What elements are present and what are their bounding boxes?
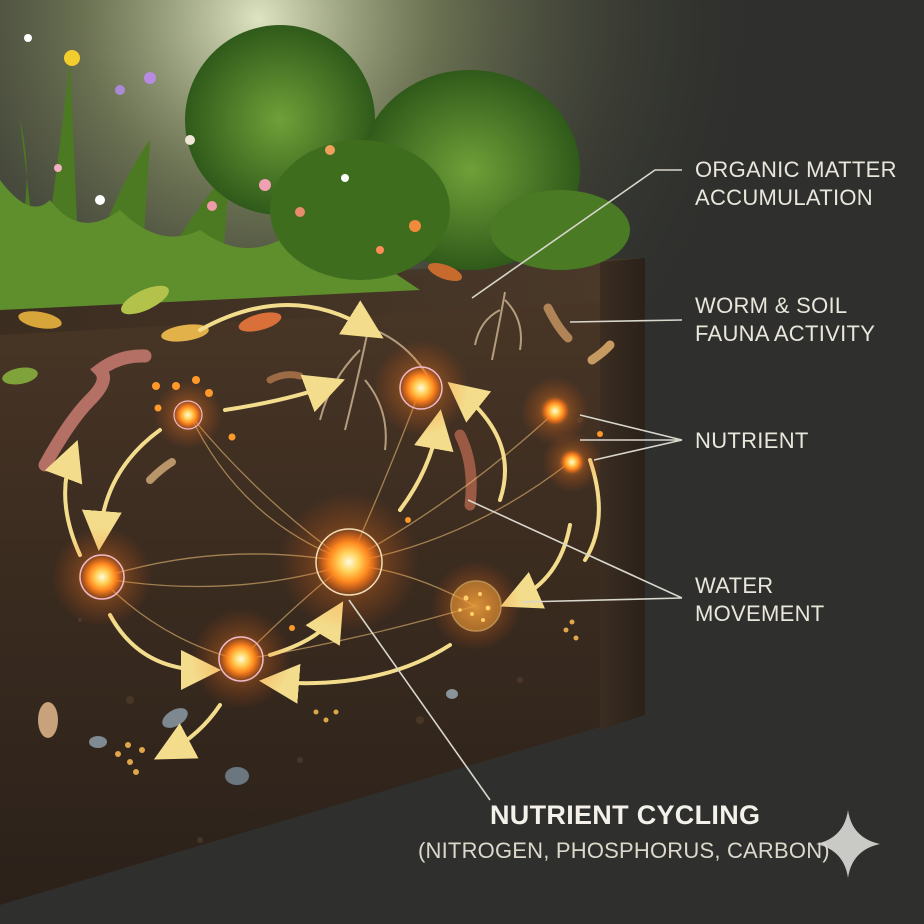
label-nutrient: NUTRIENT (695, 427, 809, 455)
label-water-movement-line-1: WATER (695, 573, 774, 598)
cycle-arrows (44, 300, 601, 760)
leader-lines (348, 169, 683, 801)
label-worm-fauna: WORM & SOIL FAUNA ACTIVITY (695, 292, 875, 348)
sparkle-icon (816, 810, 880, 878)
label-nutrient-line-1: NUTRIENT (695, 428, 809, 453)
label-organic-matter: ORGANIC MATTER ACCUMULATION (695, 156, 897, 212)
label-water-movement: WATER MOVEMENT (695, 572, 825, 628)
label-organic-matter-line-1: ORGANIC MATTER (695, 157, 897, 182)
earthworms (38, 303, 615, 511)
label-worm-fauna-line-2: FAUNA ACTIVITY (695, 321, 876, 346)
nutrient-orbs (52, 340, 603, 775)
caption-subtitle: (NITROGEN, PHOSPHORUS, CARBON) (418, 838, 830, 863)
label-water-movement-line-2: MOVEMENT (695, 601, 825, 626)
vegetation (0, 25, 630, 385)
label-organic-matter-line-2: ACCUMULATION (695, 185, 873, 210)
label-worm-fauna-line-1: WORM & SOIL (695, 293, 848, 318)
caption-title: NUTRIENT CYCLING (490, 800, 761, 830)
